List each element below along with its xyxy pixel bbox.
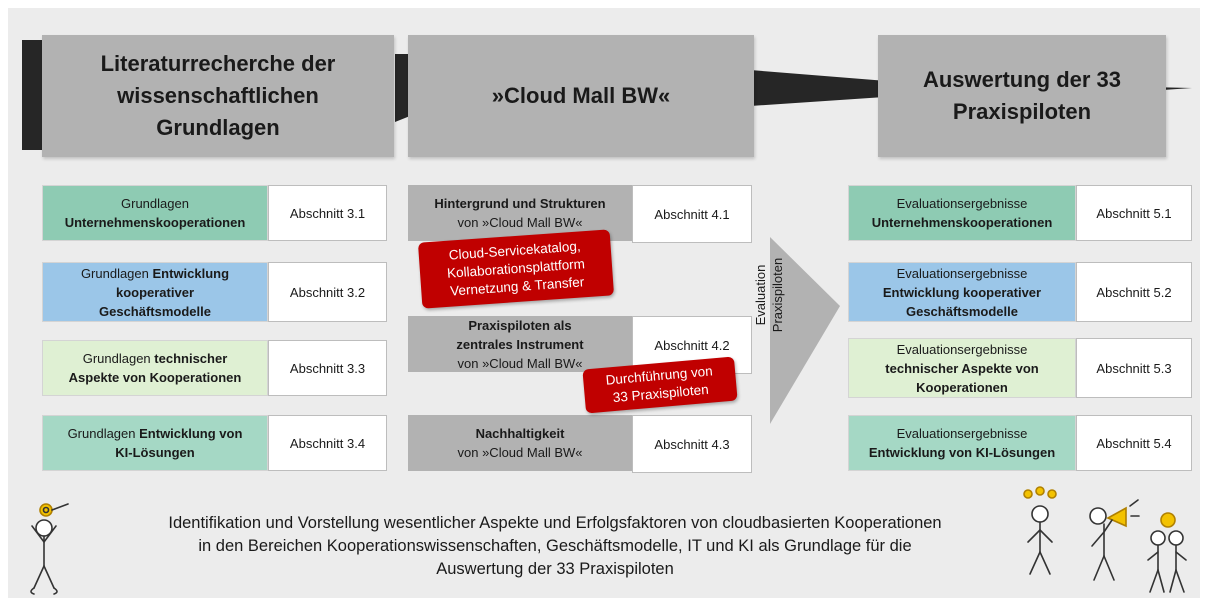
summary-line3: Auswertung der 33 Praxispiloten xyxy=(436,560,674,578)
col3-item-1-ref: Abschnitt 5.1 xyxy=(1076,185,1192,241)
evaluation-line2: Praxispiloten xyxy=(770,257,785,333)
col1-item-3-bold2: Aspekte von Kooperationen xyxy=(68,370,242,385)
phase-literature: Literaturrecherche der wissenschaftlichen… xyxy=(42,35,394,157)
col1-item-2-bold1: Entwicklung xyxy=(152,265,230,281)
col2-item-2-bold1: Praxispiloten als xyxy=(468,317,572,333)
col1-item-4-pre: Grundlagen xyxy=(67,426,140,441)
col3-item-3-pre: Evaluationsergebnisse xyxy=(896,341,1028,357)
col2-item-3-bold: Nachhaltigkeit xyxy=(475,426,565,441)
col3-item-2-bold2: Geschäftsmodelle xyxy=(905,303,1018,319)
callout-cloud-services: Cloud-Servicekatalog,Kollaborationsplatt… xyxy=(417,229,615,309)
col3-item-3-bold1: technischer Aspekte von xyxy=(885,360,1039,376)
col2-item-1-bold: Hintergrund und Strukturen xyxy=(434,196,606,211)
col2-item-1-ref: Abschnitt 4.1 xyxy=(632,185,752,243)
phase-literature-line2: wissenschaftlichen xyxy=(117,83,319,108)
col2-item-2-bold2: zentrales Instrument xyxy=(456,336,584,352)
col3-item-1-pre: Evaluationsergebnisse xyxy=(896,196,1028,211)
col3-item-3-bold2: Kooperationen xyxy=(916,379,1008,395)
col1-item-2-bold2: kooperativer xyxy=(115,284,195,300)
phase-cloud-mall: »Cloud Mall BW« xyxy=(408,35,754,157)
col1-item-2-bold3: Geschäftsmodelle xyxy=(99,303,211,319)
col3-item-1-bold1: Unternehmenskooperationen xyxy=(871,215,1053,230)
phase-evaluation-line1: Auswertung der 33 xyxy=(922,67,1122,92)
phase-literature-line1: Literaturrecherche der xyxy=(100,51,336,76)
col1-item-4-ref-text: Abschnitt 3.4 xyxy=(289,435,366,451)
col3-item-3-ref-text: Abschnitt 5.3 xyxy=(1096,360,1172,376)
col1-item-1-ref-text: Abschnitt 3.1 xyxy=(289,205,366,221)
stick-figure-megaphone-icon xyxy=(1089,499,1140,581)
col3-item-2-pre: Evaluationsergebnisse xyxy=(896,265,1028,281)
col1-item-3-pre: Grundlagen xyxy=(82,351,155,366)
col1-item-2-ref-text: Abschnitt 3.2 xyxy=(289,284,366,300)
col3-item-3-ref: Abschnitt 5.3 xyxy=(1076,338,1192,398)
stick-figure-target-icon xyxy=(30,503,69,595)
phase-evaluation: Auswertung der 33 Praxispiloten xyxy=(878,35,1166,157)
col1-item-1-bold: Unternehmenskooperationen xyxy=(64,215,246,230)
col1-item-3-bold1: technischer xyxy=(154,351,228,366)
col2-item-2-ref-text: Abschnitt 4.2 xyxy=(654,337,730,353)
col2-item-2-post: von »Cloud Mall BW« xyxy=(457,355,583,371)
col3-item-2-ref: Abschnitt 5.2 xyxy=(1076,262,1192,322)
col2-item-3-label: Nachhaltigkeit von »Cloud Mall BW« xyxy=(408,415,632,471)
col1-item-2-pre: Grundlagen xyxy=(80,265,153,281)
col1-item-4-bold2: KI-Lösungen xyxy=(115,445,195,460)
col3-item-1-ref-text: Abschnitt 5.1 xyxy=(1096,205,1172,221)
col1-item-3-ref-text: Abschnitt 3.3 xyxy=(289,360,366,376)
stick-figure-team-icon xyxy=(1147,512,1187,593)
col2-item-3-post: von »Cloud Mall BW« xyxy=(457,445,583,460)
col2-item-2-label: Praxispiloten als zentrales Instrument von… xyxy=(408,316,632,372)
evaluation-line1: Evaluation xyxy=(753,264,768,326)
phase-literature-line3: Grundlagen xyxy=(156,115,280,140)
col2-item-1-post: von »Cloud Mall BW« xyxy=(457,215,583,230)
col2-item-3-ref-text: Abschnitt 4.3 xyxy=(654,436,730,452)
col1-item-4-bold1: Entwicklung von xyxy=(139,426,243,441)
col3-item-4-pre: Evaluationsergebnisse xyxy=(896,426,1028,441)
col2-item-3-ref: Abschnitt 4.3 xyxy=(632,415,752,473)
col3-item-4-bold1: Entwicklung von KI-Lösungen xyxy=(868,445,1056,460)
phase-cloud-mall-title: »Cloud Mall BW« xyxy=(491,83,671,108)
evaluation-arrow xyxy=(770,237,840,424)
col3-item-4-ref-text: Abschnitt 5.4 xyxy=(1096,435,1172,451)
col3-item-4-ref: Abschnitt 5.4 xyxy=(1076,415,1192,471)
col1-item-4-ref: Abschnitt 3.4 xyxy=(268,415,387,471)
col3-item-3-label: Evaluationsergebnisse technischer Aspekte… xyxy=(848,338,1076,398)
col3-item-2-bold1: Entwicklung kooperativer xyxy=(882,284,1042,300)
col1-item-1-ref: Abschnitt 3.1 xyxy=(268,185,387,241)
col3-item-2-ref-text: Abschnitt 5.2 xyxy=(1096,284,1172,300)
summary-line2: in den Bereichen Kooperationswissenschaf… xyxy=(198,537,912,555)
col1-item-2-ref: Abschnitt 3.2 xyxy=(268,262,387,322)
col1-item-1-pre: Grundlagen xyxy=(121,196,189,211)
col1-item-3-ref: Abschnitt 3.3 xyxy=(268,340,387,396)
col2-item-1-ref-text: Abschnitt 4.1 xyxy=(654,206,730,222)
summary-text: Identifikation und Vorstellung wesentlic… xyxy=(80,512,1030,581)
phase-evaluation-line2: Praxispiloten xyxy=(952,99,1092,124)
stick-figure-idea-icon xyxy=(1023,486,1057,575)
summary-line1: Identifikation und Vorstellung wesentlic… xyxy=(168,514,942,532)
